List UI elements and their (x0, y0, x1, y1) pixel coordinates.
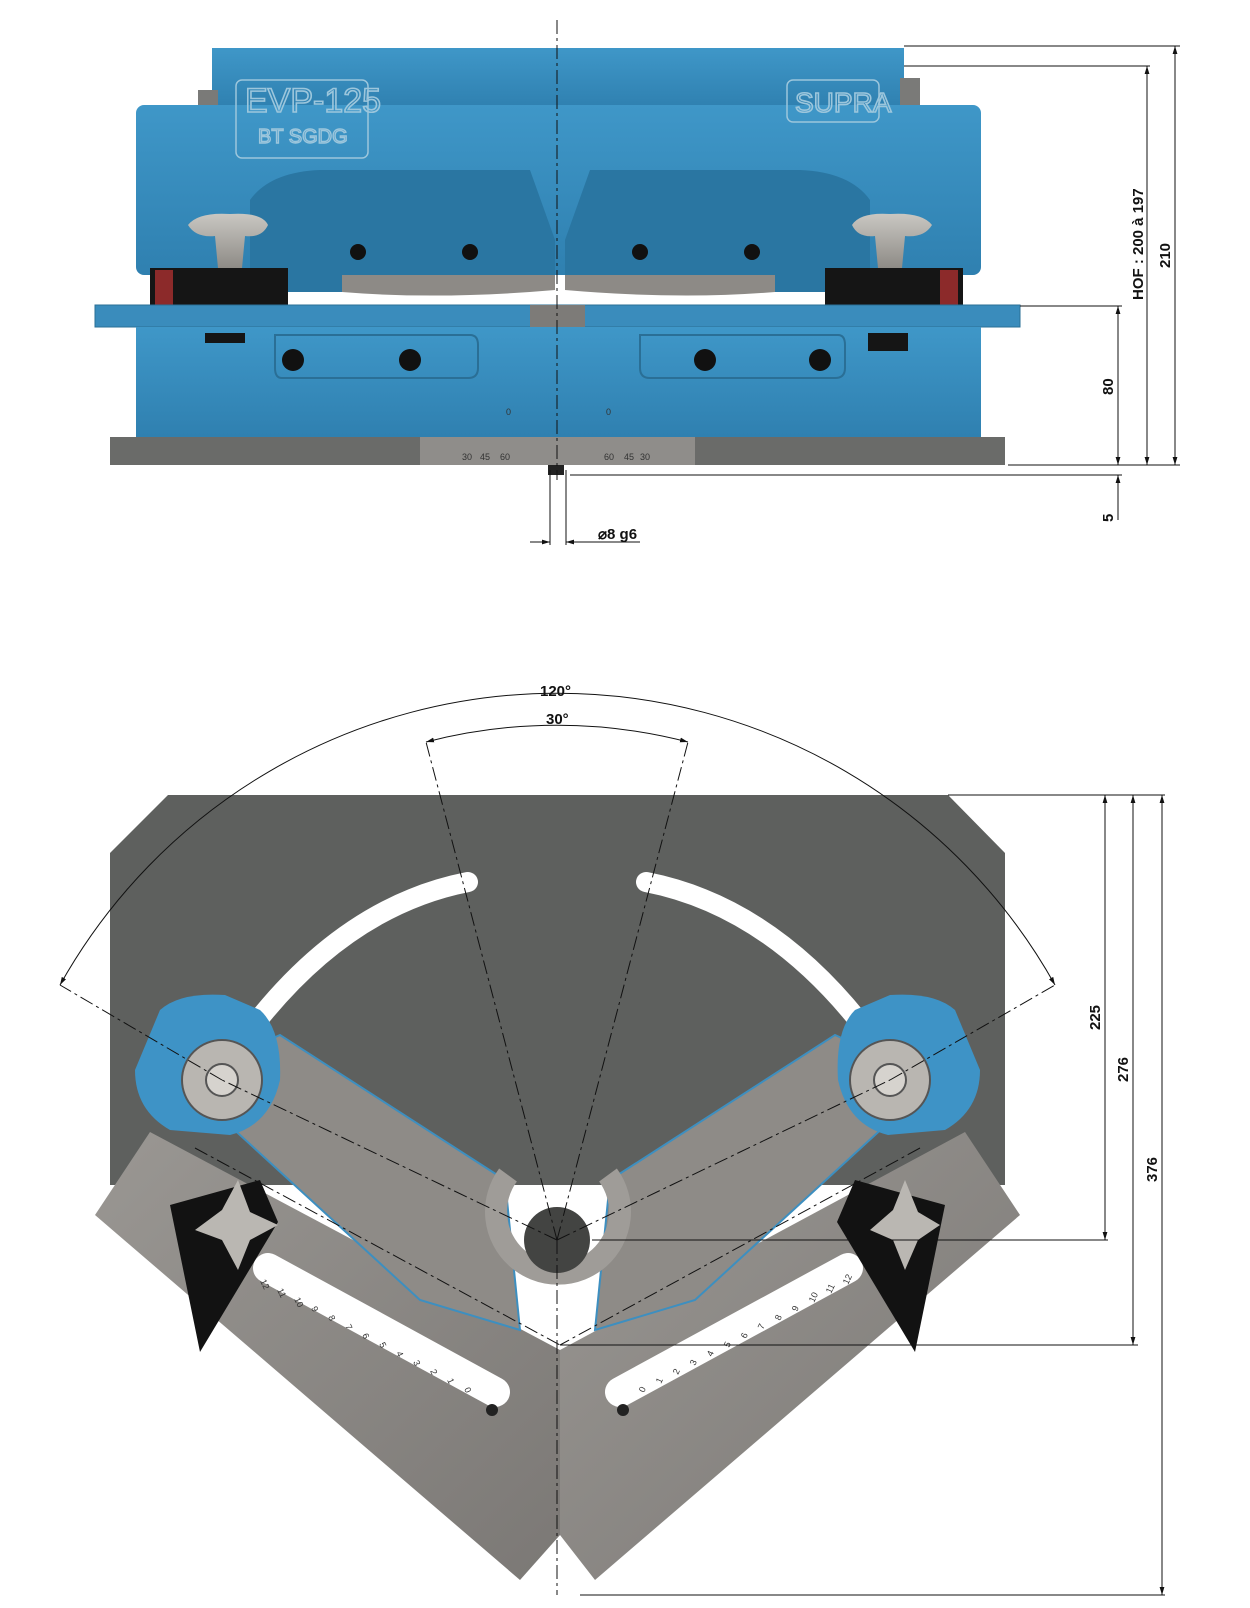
scale-tick-label: 4 (705, 1349, 716, 1358)
central-hub-ring (485, 1168, 631, 1285)
scale-tick-label: 6 (360, 1332, 371, 1341)
star-knob-icon (195, 1180, 278, 1270)
scale-tick-label: 9 (309, 1305, 320, 1314)
angle-arc-120 (59, 692, 1056, 986)
dim-hof: HOF : 200 à 197 (1130, 188, 1147, 300)
bolt-icon (399, 349, 421, 371)
scale-tick-label: 7 (343, 1323, 354, 1332)
stop-block-right (868, 333, 908, 351)
arm-slot-right (605, 1253, 863, 1407)
scale-tick-label: 12 (258, 1278, 271, 1291)
scale-tick-label: 6 (739, 1331, 750, 1340)
construction-lines (59, 741, 1056, 1595)
left-scale: 12 11 10 9 8 7 6 5 4 3 2 1 0 (258, 1278, 473, 1395)
slot-bracket-right (639, 334, 846, 379)
arc-slot-right (636, 872, 868, 1030)
scale-tick-label: 9 (790, 1304, 801, 1313)
top-view: 12 11 10 9 8 7 6 5 4 3 2 1 0 0 1 2 3 4 5… (59, 683, 1165, 1596)
scale-tick-label: 11 (824, 1282, 837, 1295)
scale-label: 30 (640, 452, 650, 462)
angle-inner-label: 30° (546, 711, 569, 728)
emboss-brand: SUPRA (795, 87, 892, 118)
dim-base-height: 80 (1100, 378, 1117, 395)
emboss-frame (786, 79, 880, 123)
emboss-model: EVP-125 (245, 82, 381, 120)
stop-block-left (205, 333, 245, 343)
dimension-lines-top (560, 794, 1165, 1596)
scale-tick-label: 0 (637, 1385, 648, 1394)
scale-label: 30 (462, 452, 472, 462)
locating-pin (548, 465, 564, 475)
slot-bracket-left (274, 334, 479, 379)
angle-outer-label: 120° (540, 683, 571, 700)
center-block (530, 305, 585, 327)
bolt-icon (809, 349, 831, 371)
scale-tick-label: 10 (292, 1296, 305, 1309)
recess-right (565, 170, 870, 292)
scale-tick-label: 4 (394, 1350, 405, 1359)
scale-tick-label: 11 (275, 1287, 288, 1300)
scale-tick-label: 8 (326, 1314, 337, 1323)
screw-icon (350, 244, 366, 260)
scale-tick-label: 5 (377, 1341, 388, 1350)
jaw-plate-right (565, 275, 775, 296)
screw-icon (632, 244, 648, 260)
scale-label: 45 (624, 452, 634, 462)
emboss-sub: BT SGDG (258, 126, 348, 148)
scale-tick-label: 10 (807, 1291, 820, 1304)
scale-tick-label: 12 (841, 1273, 854, 1286)
scale-label: 0 (506, 407, 511, 417)
arm-slot-left (253, 1253, 510, 1407)
bolt-icon (282, 349, 304, 371)
rail-step-right (900, 78, 920, 108)
spring-right (940, 270, 958, 308)
recess-left (250, 170, 555, 292)
scale-tick-label: 3 (411, 1359, 422, 1368)
dim-225: 225 (1087, 1005, 1104, 1030)
scale-tick-label: 8 (773, 1313, 784, 1322)
scale-label: 0 (606, 407, 611, 417)
scale-label: 45 (480, 452, 490, 462)
dim-276: 276 (1115, 1057, 1132, 1082)
screw-icon (617, 1404, 629, 1416)
scale-label: 60 (500, 452, 510, 462)
dim-pin-height: 5 (1100, 514, 1117, 522)
scale-tick-label: 2 (428, 1368, 439, 1377)
bolt-icon (694, 349, 716, 371)
front-view: EVP-125 BT SGDG SUPRA 0 30 45 60 0 60 45… (94, 20, 1180, 545)
top-rail (212, 48, 904, 108)
scale-tick-label: 1 (654, 1376, 665, 1385)
screw-icon (486, 1404, 498, 1416)
star-knob-icon (870, 1180, 940, 1270)
right-scale: 0 1 2 3 4 5 6 7 8 9 10 11 12 (637, 1273, 854, 1394)
scale-tick-label: 5 (722, 1340, 733, 1349)
emboss-frame (235, 79, 369, 159)
scale-tick-label: 2 (671, 1367, 682, 1376)
scale-tick-label: 0 (462, 1386, 473, 1395)
lower-housing (136, 327, 981, 437)
screw-icon (744, 244, 760, 260)
scale-tick-label: 7 (756, 1322, 767, 1331)
spring-left (155, 270, 173, 308)
angle-arc-30 (425, 724, 689, 743)
dim-376: 376 (1144, 1157, 1161, 1182)
dim-pin-diameter: ⌀8 g6 (598, 526, 637, 543)
screw-icon (462, 244, 478, 260)
arc-slot-left (248, 872, 478, 1030)
scale-tick-label: 1 (445, 1377, 456, 1386)
scale-label: 60 (604, 452, 614, 462)
jaw-plate-left (342, 275, 555, 296)
scale-tick-label: 3 (688, 1358, 699, 1367)
dimension-lines-front (530, 45, 1180, 545)
clamp-knob-icon (852, 213, 932, 268)
dim-total-height: 210 (1157, 243, 1174, 268)
clamp-knob-icon (188, 213, 268, 268)
